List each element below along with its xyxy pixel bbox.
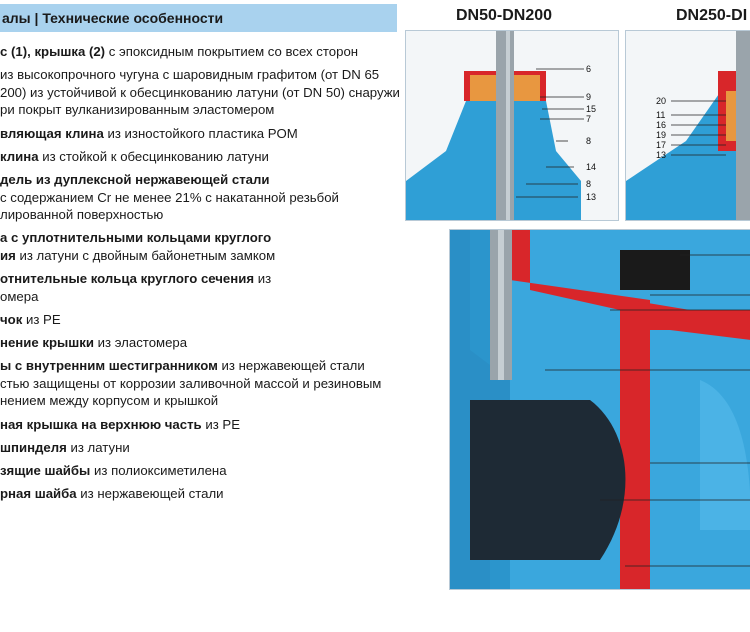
callout-number: 13 — [586, 192, 596, 202]
feature-text: из полиоксиметилена — [90, 463, 227, 478]
feature-text: из латуни с двойным байонетным замком — [15, 247, 276, 263]
feature-item: шпинделя из латуни — [0, 439, 400, 457]
feature-text: из стойкой к обесцинкованию латуни — [38, 148, 269, 164]
feature-line: рная шайба из нержавеющей стали — [0, 485, 400, 503]
feature-item: из высокопрочного чугуна с шаровидным гр… — [0, 66, 400, 119]
callout-number: 11 — [656, 110, 665, 120]
feature-line: 200) из устойчивой к обесцинкованию лату… — [0, 84, 400, 102]
feature-line: омера — [0, 288, 400, 306]
feature-bold-text: нение крышки — [0, 335, 94, 351]
feature-text: из PE — [201, 416, 241, 432]
feature-bold-text: рная шайба — [0, 486, 77, 502]
feature-text: из эластомера — [94, 335, 188, 351]
feature-line: чок из PE — [0, 311, 400, 329]
feature-line: ы с внутренним шестигранником из нержаве… — [0, 357, 400, 375]
feature-line: нением между корпусом и крышкой — [0, 392, 400, 410]
feature-line: с (1), крышка (2) с эпоксидным покрытием… — [0, 43, 400, 61]
feature-line: отнительные кольца круглого сечения из — [0, 270, 400, 288]
feature-item: клина из стойкой к обесцинкованию латуни — [0, 148, 400, 166]
callout-number: 8 — [586, 136, 591, 146]
feature-item: с (1), крышка (2) с эпоксидным покрытием… — [0, 43, 400, 61]
callout-number: 15 — [586, 104, 596, 114]
feature-bold-text: зящие шайбы — [0, 463, 91, 478]
callout-number: 14 — [586, 162, 596, 172]
callout-number: 17 — [656, 140, 666, 150]
feature-item: ная крышка на верхнюю часть из PE — [0, 416, 400, 434]
valve-small-drawing: 6 9 157 8 14 8 13 — [406, 31, 618, 220]
feature-line: клина из стойкой к обесцинкованию латуни — [0, 148, 400, 166]
feature-line: а с уплотнительными кольцами круглого — [0, 229, 400, 247]
valve-main-drawing — [450, 230, 750, 589]
feature-line: лированной поверхностью — [0, 206, 400, 224]
feature-text: из нержавеющей стали — [76, 486, 224, 502]
feature-line: стью защищены от коррозии заливочной мас… — [0, 375, 400, 393]
feature-bold-text: ия — [0, 247, 16, 263]
callout-number: 13 — [656, 150, 666, 160]
feature-bold-text: а с уплотнительными кольцами круглого — [0, 230, 272, 246]
feature-bold-text: ная крышка на верхнюю часть — [0, 416, 202, 432]
feature-line: ная крышка на верхнюю часть из PE — [0, 416, 400, 434]
feature-line: из высокопрочного чугуна с шаровидным гр… — [0, 66, 400, 84]
feature-text: из высокопрочного чугуна с шаровидным гр… — [0, 67, 380, 83]
section-title: алы | Технические особенности — [2, 10, 224, 26]
column-title-dn50-dn200: DN50-DN200 — [456, 7, 553, 24]
callout-number: 9 — [586, 92, 591, 102]
callout-number: 20 — [656, 96, 666, 106]
feature-item: дель из дуплексной нержавеющей стали с с… — [0, 171, 400, 224]
callout-number: 7 — [586, 114, 591, 124]
feature-item: ы с внутренним шестигранником из нержаве… — [0, 357, 400, 410]
feature-line: дель из дуплексной нержавеющей стали — [0, 171, 400, 189]
callout-number: 19 — [656, 130, 666, 140]
feature-text: из нержавеющей стали — [217, 358, 365, 374]
feature-bold-text: ы с внутренним шестигранником — [0, 358, 218, 374]
feature-text: из PE — [22, 311, 61, 327]
feature-line: с содержанием Cr не менее 21% с накатанн… — [0, 189, 400, 207]
features-list: с (1), крышка (2) с эпоксидным покрытием… — [0, 43, 400, 508]
feature-text: из — [254, 271, 272, 287]
feature-item: вляющая клина из изностойкого пластика P… — [0, 125, 400, 143]
feature-item: чок из PE — [0, 311, 400, 329]
feature-line: ри покрыт вулканизированным эластомером — [0, 101, 400, 119]
feature-bold-text: шпинделя — [0, 439, 67, 455]
feature-line: вляющая клина из изностойкого пластика P… — [0, 125, 400, 143]
callout-number: 6 — [586, 64, 591, 74]
section-header: алы | Технические особенности — [0, 4, 397, 32]
feature-text: с содержанием Cr не менее 21% с накатанн… — [0, 189, 339, 205]
feature-text: нением между корпусом и крышкой — [0, 393, 219, 409]
feature-bold-text: вляющая клина — [0, 125, 104, 141]
feature-item: рная шайба из нержавеющей стали — [0, 485, 400, 503]
feature-text: стью защищены от коррозии заливочной мас… — [0, 375, 382, 391]
feature-line: ия из латуни с двойным байонетным замком — [0, 247, 400, 265]
feature-text: с эпоксидным покрытием со всех сторон — [105, 44, 359, 59]
feature-text: из латуни — [66, 439, 130, 455]
feature-bold-text: отнительные кольца круглого сечения — [0, 271, 255, 287]
feature-item: нение крышки из эластомера — [0, 334, 400, 352]
feature-text: лированной поверхностью — [0, 207, 164, 223]
feature-bold-text: клина — [0, 148, 39, 164]
feature-bold-text: дель из дуплексной нержавеющей стали — [0, 171, 270, 187]
feature-line: нение крышки из эластомера — [0, 334, 400, 352]
feature-line: шпинделя из латуни — [0, 439, 400, 457]
callout-number: 8 — [586, 179, 591, 189]
feature-bold-text: с (1), крышка (2) — [0, 44, 106, 59]
feature-item: зящие шайбы из полиоксиметилена — [0, 462, 400, 480]
feature-text: омера — [0, 288, 39, 304]
column-title-dn250: DN250-DI — [676, 7, 748, 24]
feature-bold-text: чок — [0, 311, 23, 327]
callout-number: 16 — [656, 120, 666, 130]
feature-text: ри покрыт вулканизированным эластомером — [0, 102, 275, 118]
valve-cutaway-main — [449, 229, 750, 590]
feature-text: из изностойкого пластика POM — [103, 125, 298, 141]
feature-text: 200) из устойчивой к обесцинкованию лату… — [0, 84, 400, 100]
feature-line: зящие шайбы из полиоксиметилена — [0, 462, 400, 480]
